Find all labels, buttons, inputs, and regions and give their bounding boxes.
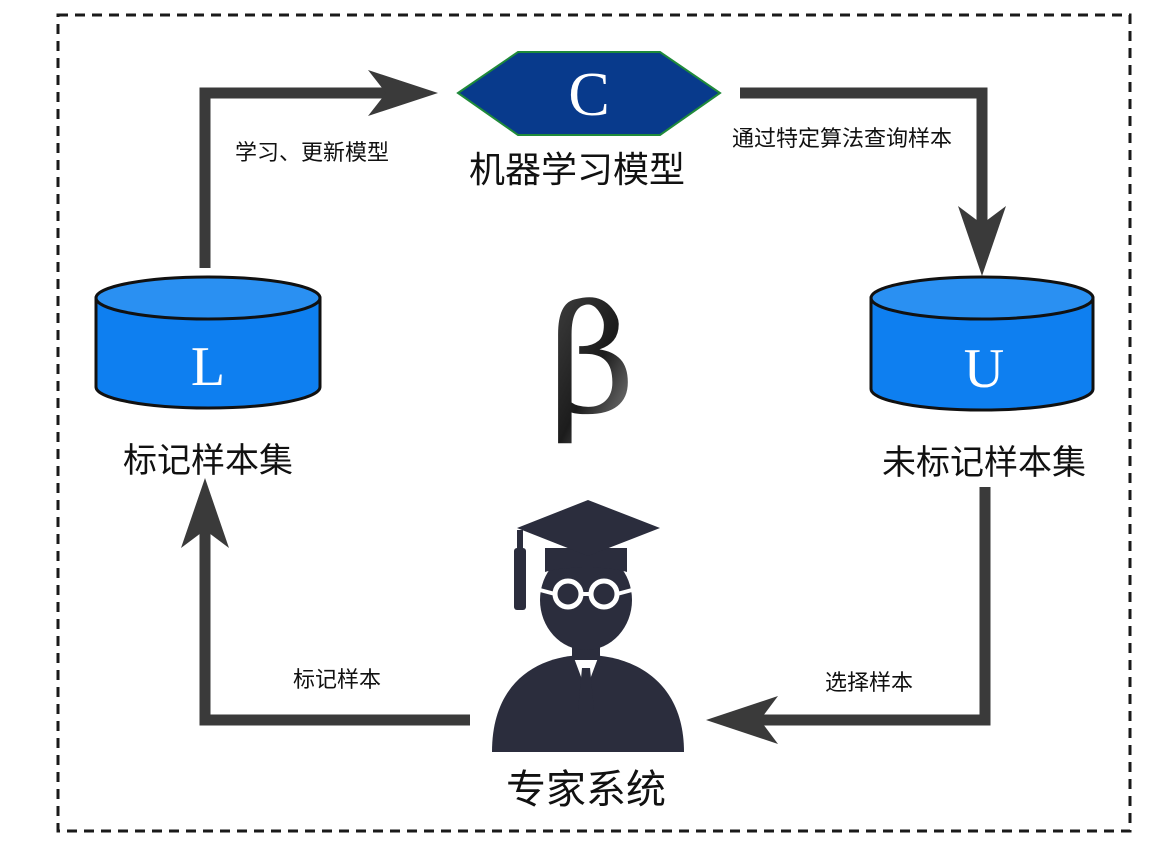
beta-symbol: β (549, 274, 636, 448)
arrow-label-samples (181, 478, 470, 726)
arrow-select-samples (706, 487, 991, 744)
edge-label-query-samples: 通过特定算法查询样本 (732, 127, 952, 152)
expert-graduate-icon (492, 500, 684, 752)
model-letter: C (568, 61, 609, 129)
edge-label-label-samples: 标记样本 (293, 668, 381, 693)
arrow-learn-update (199, 70, 438, 268)
labeled-set-letter: L (191, 336, 225, 398)
expert-label: 专家系统 (506, 767, 666, 813)
edge-label-select-samples: 选择样本 (825, 671, 913, 696)
database-cylinder-icon (94, 275, 322, 410)
labeled-set-label: 标记样本集 (123, 441, 293, 481)
dashed-border (56, 13, 1132, 833)
labeled-set-node: L 标记样本集 (94, 275, 322, 481)
unlabeled-set-letter: U (964, 338, 1004, 400)
model-hexagon (456, 51, 722, 136)
unlabeled-set-label: 未标记样本集 (882, 443, 1086, 483)
unlabeled-set-node: U 未标记样本集 (869, 275, 1095, 483)
model-node: C 机器学习模型 (456, 51, 722, 191)
model-label: 机器学习模型 (469, 150, 685, 191)
edge-label-learn-update: 学习、更新模型 (235, 141, 389, 166)
arrow-query-samples (740, 87, 1006, 276)
database-cylinder-icon (869, 275, 1095, 412)
